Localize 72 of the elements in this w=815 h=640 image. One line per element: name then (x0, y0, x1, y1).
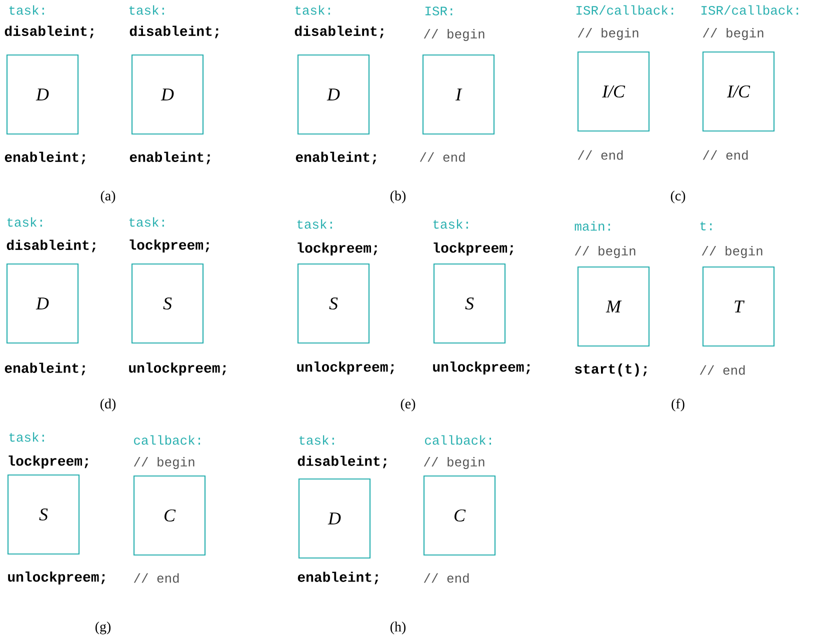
code-line: enableint; (298, 572, 378, 584)
subfigure-label: (a) (100, 190, 116, 204)
code-block-box: T (702, 266, 775, 347)
code-block-box: D (131, 54, 204, 135)
code-line: disableint; (298, 456, 386, 468)
code-comment: // begin (424, 28, 484, 42)
code-block-box: S (7, 474, 80, 555)
subfigure-label: (c) (670, 190, 686, 204)
code-line: enableint; (296, 152, 376, 164)
code-block-box: S (433, 263, 506, 344)
label-heading: task: (295, 5, 330, 15)
code-comment: // end (420, 152, 465, 162)
code-line: disableint; (4, 26, 94, 38)
label-heading: t: (700, 222, 712, 230)
label-heading: task: (433, 219, 468, 229)
code-block-box: D (298, 478, 371, 559)
code-comment: // begin (578, 28, 638, 40)
code-line: unlockpreem; (297, 362, 394, 374)
code-block-box: I/C (702, 51, 775, 132)
code-block-box: S (297, 263, 370, 344)
label-heading: task: (299, 435, 334, 445)
code-line: unlockpreem; (129, 362, 226, 376)
subfigure-label: (e) (400, 398, 416, 412)
subfigure-label: (f) (672, 398, 684, 412)
code-comment: // begin (702, 28, 764, 40)
code-block-box: I/C (577, 51, 650, 132)
code-line: lockpreem; (130, 240, 210, 252)
code-line: unlockpreem; (8, 572, 105, 584)
label-heading: task: (129, 217, 164, 227)
label-heading: task: (129, 5, 164, 15)
label-heading: ISR/callback: (701, 5, 798, 15)
label-heading: main: (574, 221, 610, 231)
subfigure-label: (g) (95, 622, 111, 634)
label-heading: task: (9, 432, 44, 442)
code-line: lockpreem; (434, 242, 514, 256)
code-line: enableint; (4, 152, 86, 164)
code-line: disableint; (130, 26, 218, 38)
code-line: disableint; (6, 240, 96, 252)
code-comment: // end (702, 150, 748, 160)
subfigure-label: (h) (390, 622, 406, 634)
code-line: unlockpreem; (433, 362, 530, 374)
label-heading: task: (9, 5, 44, 15)
code-comment: // begin (702, 246, 762, 258)
label-heading: ISR: (425, 6, 452, 16)
code-comment: // end (578, 150, 623, 160)
code-comment: // end (700, 365, 745, 375)
code-line: lockpreem; (8, 456, 88, 468)
code-block-box: D (297, 54, 370, 135)
subfigure-label: (b) (390, 190, 406, 204)
code-line: disableint; (294, 26, 384, 38)
code-block-box: C (423, 475, 496, 556)
code-block-box: D (6, 54, 79, 135)
code-block-box: I (422, 54, 495, 135)
code-comment: // end (134, 573, 179, 583)
code-block-box: M (577, 266, 650, 347)
code-line: enableint; (130, 152, 210, 164)
subfigure-label: (d) (100, 398, 116, 412)
code-block-box: D (6, 263, 79, 344)
code-comment: // end (424, 573, 469, 583)
label-heading: task: (297, 219, 332, 229)
label-heading: task: (7, 217, 42, 227)
code-line: lockpreem; (298, 242, 378, 256)
code-comment: // begin (134, 456, 194, 470)
code-block-box: S (131, 263, 204, 344)
label-heading: callback: (134, 435, 200, 445)
label-heading: callback: (425, 435, 491, 445)
code-line: start(t); (575, 364, 647, 376)
code-comment: // begin (424, 456, 484, 470)
label-heading: ISR/callback: (576, 5, 674, 15)
code-comment: // begin (574, 246, 636, 258)
code-line: enableint; (4, 362, 86, 376)
code-block-box: C (133, 475, 206, 556)
